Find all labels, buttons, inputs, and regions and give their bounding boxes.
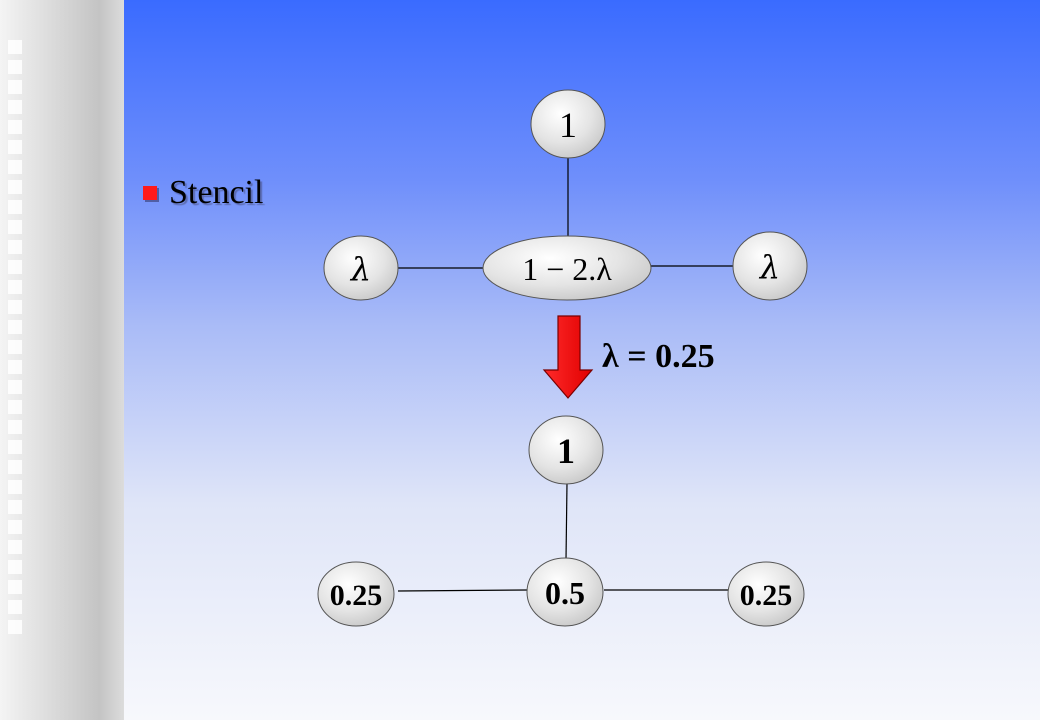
bottom-stencil-node-left: 0.25 bbox=[317, 561, 395, 627]
bottom-stencil-edge-vertical bbox=[565, 482, 568, 561]
top-stencil-node-center-label: 1 − 2.λ bbox=[522, 251, 612, 287]
bottom-stencil-node-center: 0.5 bbox=[526, 557, 604, 627]
top-stencil-node-left-label: λ bbox=[349, 250, 371, 288]
top-stencil-node-top-label: 1 bbox=[559, 105, 577, 145]
top-stencil-node-top: 1 bbox=[530, 89, 606, 159]
lambda-substitution-label: λ = 0.25 bbox=[602, 338, 715, 375]
top-stencil-node-right-label: λ bbox=[758, 248, 780, 286]
top-stencil-node-left: λ bbox=[323, 235, 399, 301]
bottom-stencil-node-top: 1 bbox=[528, 415, 604, 485]
bullet-square-icon bbox=[143, 186, 157, 200]
bottom-stencil-node-top-label: 1 bbox=[557, 431, 575, 471]
top-stencil-node-center: 1 − 2.λ bbox=[482, 235, 652, 301]
bottom-stencil-node-right: 0.25 bbox=[727, 561, 805, 627]
top-stencil-node-right: λ bbox=[732, 231, 808, 301]
bullet-text: Stencil bbox=[169, 174, 264, 211]
bottom-stencil-node-left-label: 0.25 bbox=[330, 579, 383, 612]
bottom-stencil-edge-left bbox=[397, 589, 528, 592]
down-arrow-icon bbox=[542, 315, 594, 399]
bottom-stencil-node-right-label: 0.25 bbox=[740, 579, 793, 612]
left-decorative-sidebar bbox=[0, 0, 124, 720]
sidebar-square-pattern bbox=[8, 40, 28, 634]
bottom-stencil-node-center-label: 0.5 bbox=[545, 575, 585, 611]
bullet-item: Stencil bbox=[143, 174, 263, 212]
